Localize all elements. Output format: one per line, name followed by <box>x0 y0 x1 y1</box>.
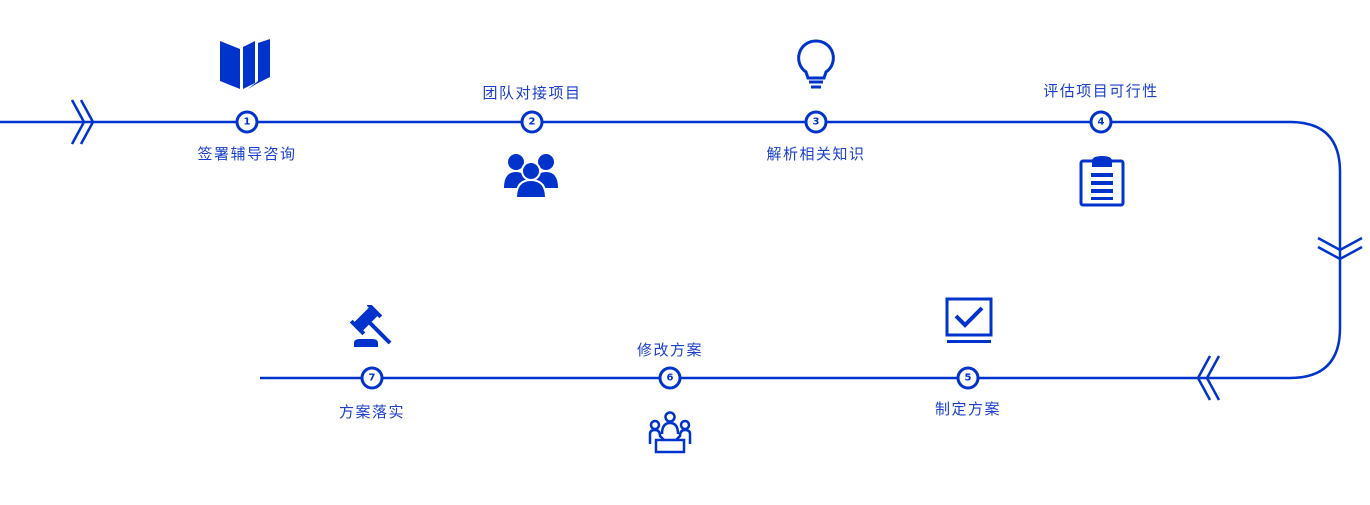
clipboard-icon <box>1079 156 1125 207</box>
book-icon <box>220 39 270 89</box>
step-label-6: 修改方案 <box>636 341 704 359</box>
chevron-left-icon <box>1196 355 1221 401</box>
step-node-4: 4 <box>1089 110 1113 134</box>
step-label-5: 制定方案 <box>934 400 1002 418</box>
step-label-1: 签署辅导咨询 <box>197 145 297 163</box>
step-node-6: 6 <box>658 366 682 390</box>
monitor-check-icon <box>945 297 993 343</box>
step-node-5: 5 <box>956 366 980 390</box>
team-icon <box>504 154 558 199</box>
step-node-3: 3 <box>804 110 828 134</box>
chevron-right-icon <box>70 99 95 145</box>
step-label-4: 评估项目可行性 <box>1043 82 1159 100</box>
chevron-down-icon <box>1317 236 1363 261</box>
step-label-3: 解析相关知识 <box>766 145 866 163</box>
step-node-7: 7 <box>360 366 384 390</box>
lightbulb-icon <box>797 39 835 89</box>
gavel-icon <box>350 305 392 347</box>
step-node-1: 1 <box>235 110 259 134</box>
meeting-icon <box>648 411 692 454</box>
step-label-2: 团队对接项目 <box>482 84 582 102</box>
step-node-2: 2 <box>520 110 544 134</box>
step-label-7: 方案落实 <box>338 403 406 421</box>
